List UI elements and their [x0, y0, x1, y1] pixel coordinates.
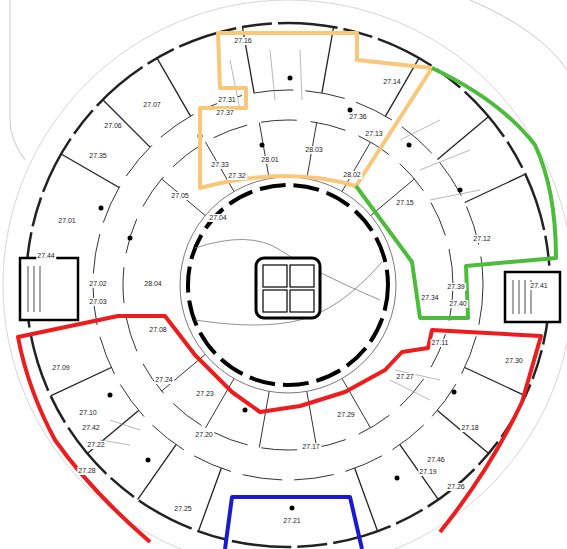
room-number: 27.31 — [217, 96, 237, 104]
room-number: 27.21 — [282, 517, 302, 525]
room-number: 27.15 — [395, 199, 415, 207]
room-number: 27.03 — [88, 298, 108, 306]
room-number: 27.24 — [154, 376, 174, 384]
room-number: 27.09 — [51, 364, 71, 372]
room-number: 27.17 — [301, 443, 321, 451]
room-number: 27.20 — [194, 431, 214, 439]
room-number: 27.16 — [233, 37, 253, 45]
room-number: 27.19 — [418, 468, 438, 476]
room-number: 27.33 — [210, 161, 230, 169]
room-number: 27.46 — [426, 456, 446, 464]
room-number: 27.05 — [170, 192, 190, 200]
room-number: 27.39 — [446, 283, 466, 291]
room-number: 28.01 — [260, 156, 280, 164]
room-number: 27.02 — [88, 280, 108, 288]
room-number: 27.35 — [88, 152, 108, 160]
room-number: 27.34 — [420, 294, 440, 302]
room-number: 27.29 — [336, 411, 356, 419]
room-number: 27.18 — [460, 424, 480, 432]
room-number: 28.04 — [143, 280, 163, 288]
room-number: 27.04 — [208, 214, 228, 222]
room-number: 27.11 — [431, 339, 450, 347]
room-number: 27.10 — [78, 409, 98, 417]
room-number: 27.14 — [382, 78, 402, 86]
room-number: 27.32 — [227, 172, 247, 180]
room-number: 27.28 — [77, 467, 97, 475]
room-number: 28.03 — [304, 146, 324, 154]
room-number: 27.01 — [57, 217, 77, 225]
room-number: 27.22 — [86, 441, 106, 449]
room-number: 27.07 — [142, 101, 162, 109]
room-number: 27.37 — [215, 109, 235, 117]
room-number: 27.13 — [364, 130, 384, 138]
room-number: 27.27 — [395, 373, 415, 381]
room-number: 27.12 — [472, 235, 492, 243]
room-number: 27.25 — [173, 505, 193, 513]
room-number: 27.41 — [529, 282, 549, 290]
room-number: 27.44 — [36, 252, 56, 260]
room-number: 27.23 — [195, 390, 215, 398]
room-number: 27.26 — [446, 483, 466, 491]
room-number: 27.06 — [103, 122, 123, 130]
room-number: 27.40 — [448, 300, 468, 308]
room-number: 27.30 — [504, 357, 524, 365]
room-number: 27.08 — [148, 326, 168, 334]
room-number: 28.02 — [342, 171, 362, 179]
room-number: 27.36 — [348, 113, 368, 121]
room-number: 27.42 — [81, 424, 101, 432]
